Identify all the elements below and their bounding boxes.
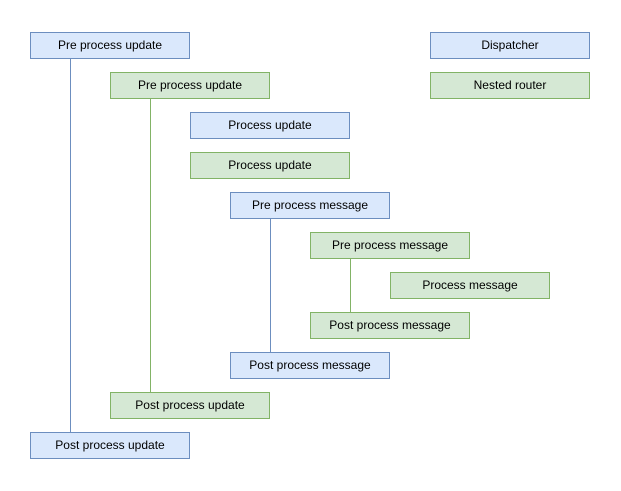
node-router-process-message: Process message (390, 272, 550, 299)
node-label: Process update (228, 158, 312, 173)
node-label: Pre process message (331, 238, 449, 253)
router-lifeline (150, 99, 151, 392)
dispatcher-lifeline (270, 219, 271, 352)
node-label: Post process update (135, 398, 245, 413)
legend-router-nested-router: Nested router (430, 72, 590, 99)
node-dispatcher-post-process-message: Post process message (230, 352, 390, 379)
node-router-post-process-message: Post process message (310, 312, 470, 339)
node-label: Pre process update (57, 38, 163, 53)
node-router-pre-process-update: Pre process update (110, 72, 270, 99)
node-label: Post process update (55, 438, 165, 453)
legend-dispatcher-dispatcher: Dispatcher (430, 32, 590, 59)
node-router-pre-process-message: Pre process message (310, 232, 470, 259)
node-label: Post process message (329, 318, 451, 333)
node-label: Dispatcher (481, 38, 539, 53)
node-label: Process update (228, 118, 312, 133)
node-dispatcher-process-update: Process update (190, 112, 350, 139)
node-dispatcher-pre-process-message: Pre process message (230, 192, 390, 219)
node-dispatcher-pre-process-update: Pre process update (30, 32, 190, 59)
node-label: Pre process update (137, 78, 243, 93)
node-router-post-process-update: Post process update (110, 392, 270, 419)
router-lifeline (350, 259, 351, 312)
node-dispatcher-post-process-update: Post process update (30, 432, 190, 459)
node-label: Pre process message (251, 198, 369, 213)
node-label: Post process message (249, 358, 371, 373)
node-router-process-update: Process update (190, 152, 350, 179)
node-label: Process message (422, 278, 518, 293)
node-label: Nested router (473, 78, 547, 93)
dispatcher-lifeline (70, 59, 71, 432)
